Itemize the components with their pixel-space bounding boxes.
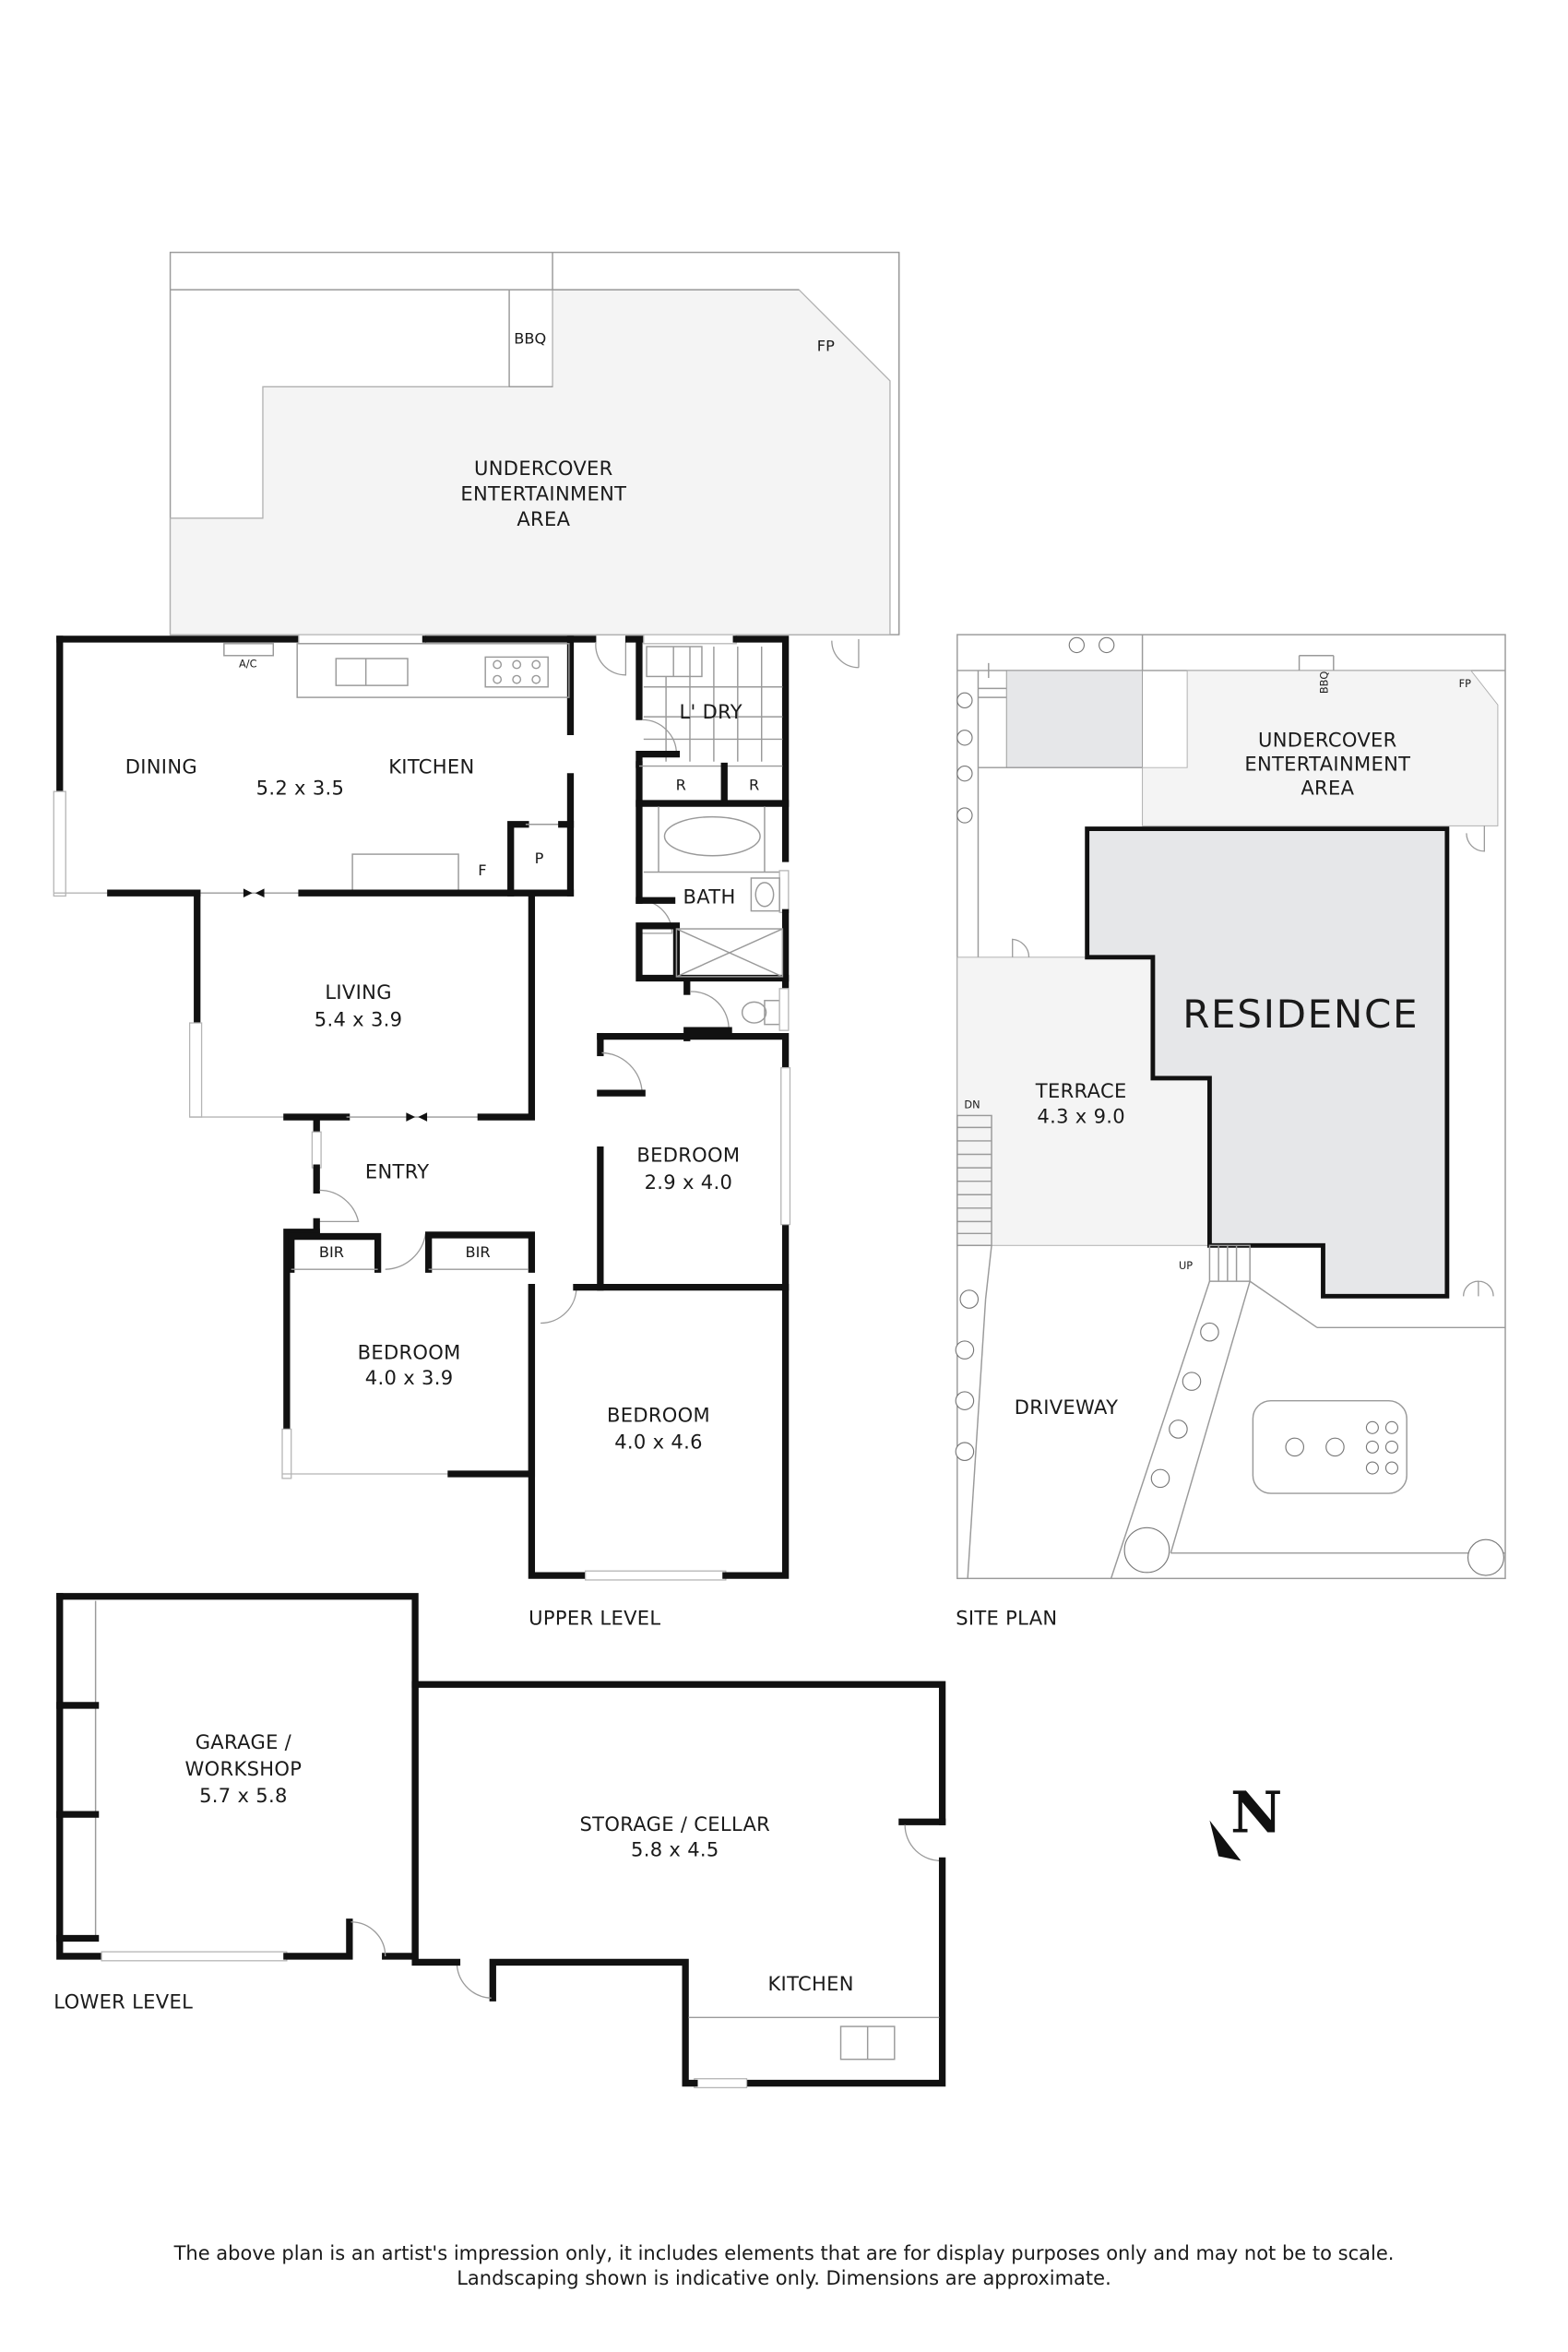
bedroom1-dims: 2.9 x 4.0 [645,1170,733,1194]
bir1-label: BIR [319,1243,344,1261]
stairs-up-label: UP [1179,1259,1193,1272]
undercover-label-line3: AREA [517,507,570,530]
garage-label-line2: WORKSHOP [185,1757,303,1780]
disclaimer-line-1: The above plan is an artist's impression… [173,2242,1395,2264]
robe-label-1: R [676,776,686,793]
toilet-icon [741,1001,767,1024]
terrace-label: TERRACE [1035,1079,1127,1102]
laundry-tiles [643,647,783,762]
bedroom3-label: BEDROOM [607,1403,710,1426]
bir2-label: BIR [466,1243,491,1261]
kitchen-dims: 5.2 x 3.5 [256,776,345,799]
kitchen-sink-icon [335,658,409,686]
site-undercover-line3: AREA [1301,776,1354,799]
bedroom2-dims: 4.0 x 3.9 [365,1366,454,1389]
upper-level-label: UPPER LEVEL [529,1607,660,1630]
bedroom3-dims: 4.0 x 4.6 [614,1430,703,1453]
lower-level-plan: GARAGE / WORKSHOP 5.7 x 5.8 STORAGE / CE… [53,1593,946,2089]
laundry-label: L' DRY [679,700,742,723]
ac-label: A/C [239,658,257,671]
cooktop-icon [484,656,549,688]
site-fireplace-label: FP [1459,677,1472,690]
site-undercover-line1: UNDERCOVER [1258,729,1397,752]
site-undercover-line2: ENTERTAINMENT [1244,752,1410,775]
living-dims: 5.4 x 3.9 [315,1007,403,1030]
undercover-label-line1: UNDERCOVER [474,457,613,480]
compass-label: N [1230,1779,1282,1847]
tree-icons [955,636,1504,1576]
storage-dims: 5.8 x 4.5 [631,1837,719,1860]
bbq-label: BBQ [514,329,546,347]
pantry-label: P [535,849,544,867]
undercover-label-line2: ENTERTAINMENT [460,481,626,505]
kitchen-label: KITCHEN [388,755,474,778]
north-arrow-icon: N [1209,1779,1282,1861]
storage-label: STORAGE / CELLAR [579,1812,770,1835]
site-plan: BBQ FP UNDERCOVER ENTERTAINMENT AREA DN … [955,634,1506,1630]
bedroom1-label: BEDROOM [636,1144,740,1167]
basin-icon [754,882,775,908]
lower-kitchen-label: KITCHEN [767,1972,853,1995]
bath-label: BATH [683,885,735,909]
site-plan-label: SITE PLAN [956,1607,1057,1630]
entry-label: ENTRY [365,1159,430,1182]
garage-label-line1: GARAGE / [196,1730,292,1753]
site-bbq-label: BBQ [1317,671,1330,695]
laundry-tub-icon [646,646,703,678]
terrace-stairs [956,1114,992,1247]
bathtub-icon [663,815,761,857]
bedroom2-label: BEDROOM [358,1340,461,1363]
upper-level-plan: A/C F P DINING KITCHEN 5.2 x 3.5 [53,634,791,1630]
fridge-label: F [478,861,486,879]
lower-level-label: LOWER LEVEL [53,1990,193,2013]
living-label: LIVING [325,980,391,1004]
robe-label-2: R [749,776,759,793]
garage-dims: 5.7 x 5.8 [199,1784,288,1807]
undercover-entertainment-area: BBQ FP UNDERCOVER ENTERTAINMENT AREA [169,251,900,669]
disclaimer-line-2: Landscaping shown is indicative only. Di… [457,2267,1111,2289]
stairs-down-label: DN [964,1098,980,1111]
fireplace-label: FP [817,337,835,354]
driveway-label: DRIVEWAY [1015,1396,1119,1419]
terrace-dims: 4.3 x 9.0 [1037,1105,1125,1128]
residence-label: RESIDENCE [1182,992,1419,1037]
dining-label: DINING [125,755,197,778]
